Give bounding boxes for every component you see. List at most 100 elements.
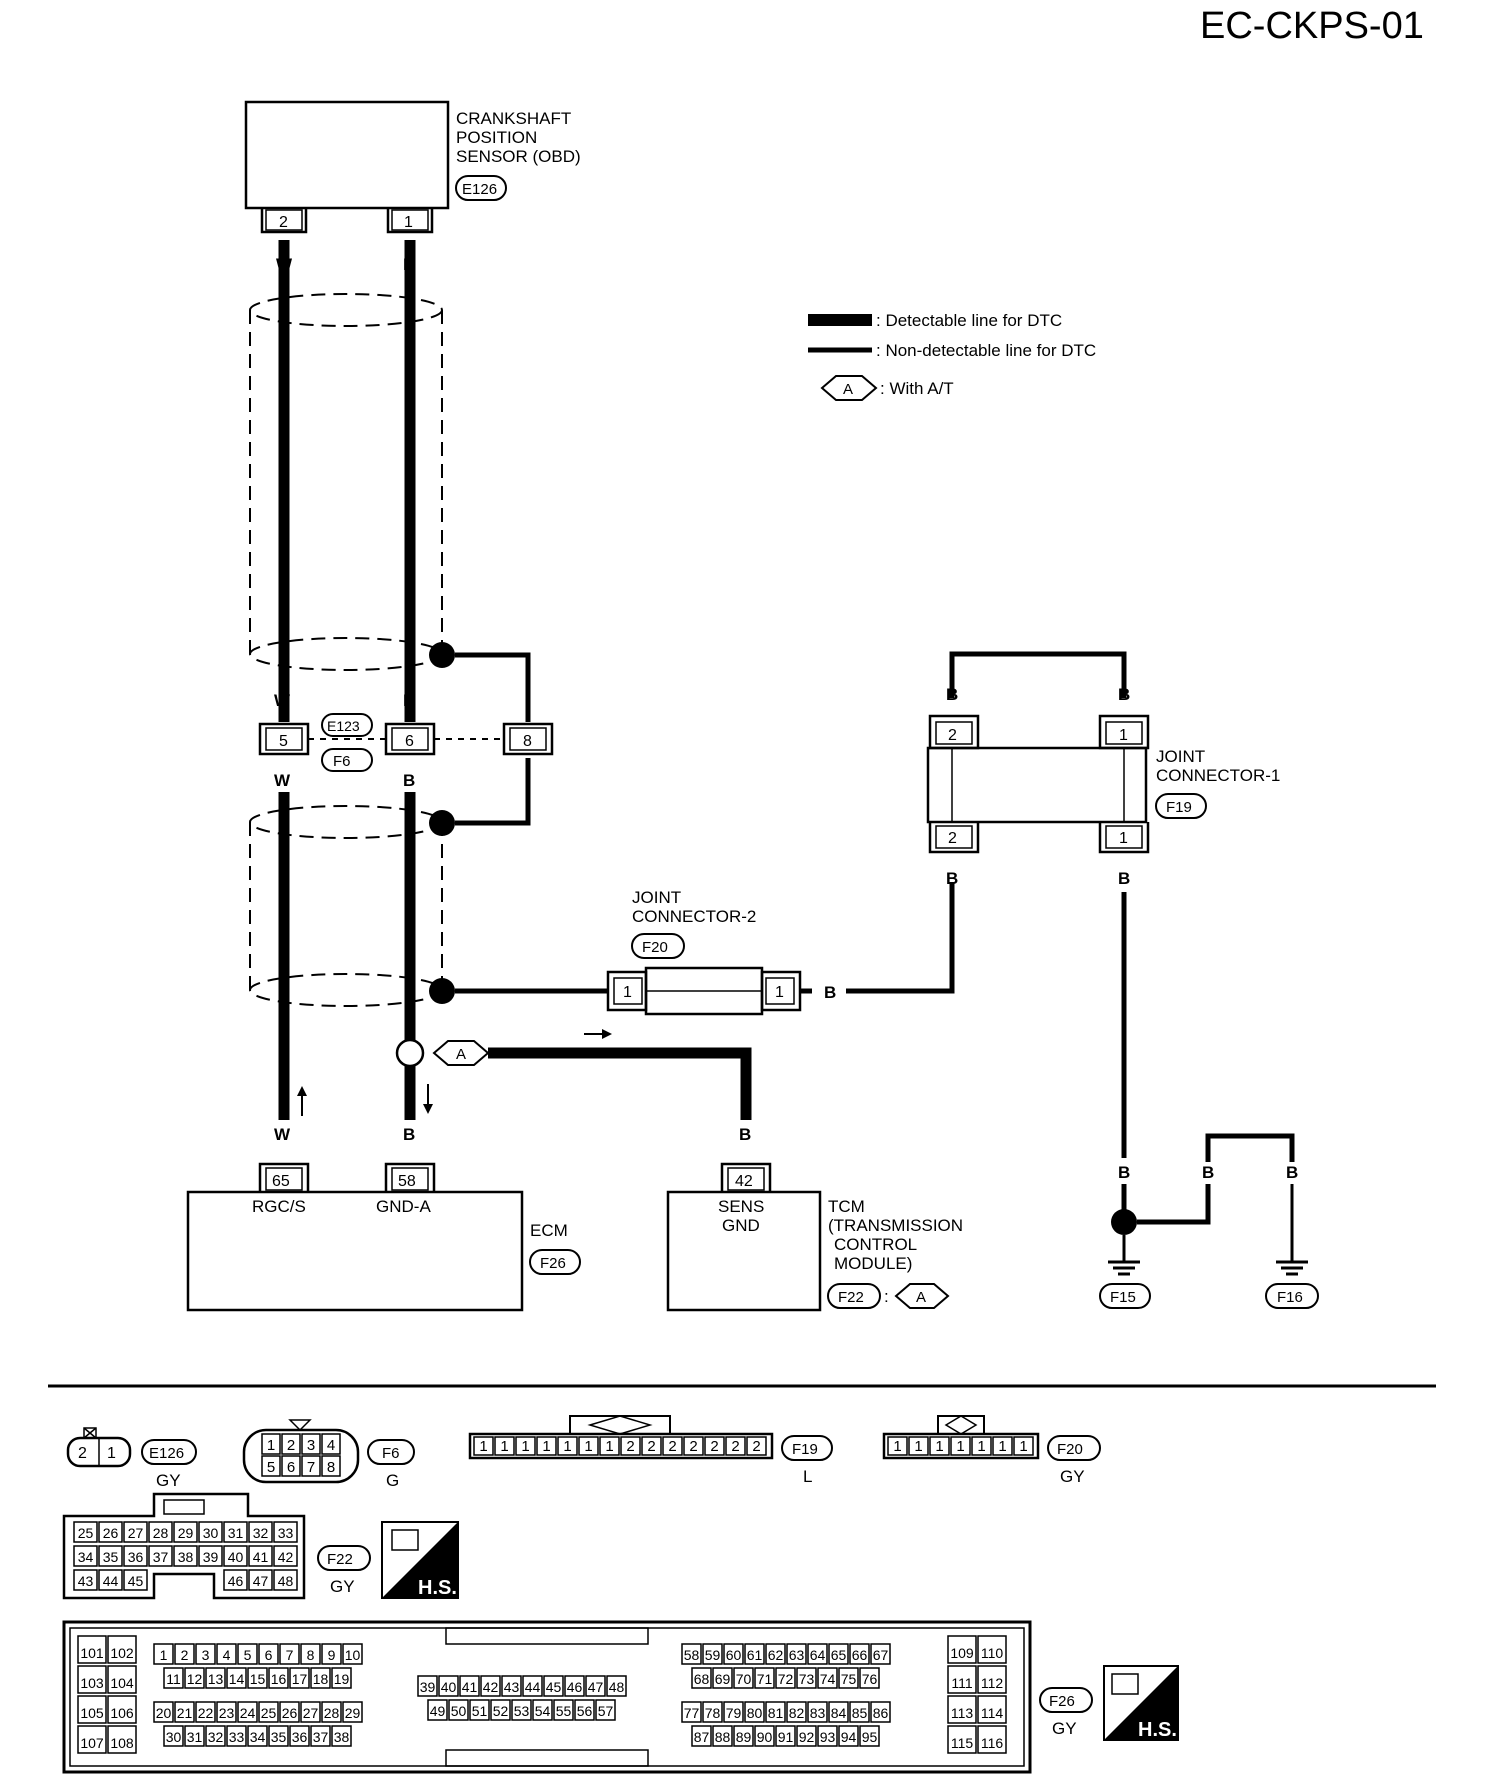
ckps-label-line3: SENSOR (OBD) <box>456 147 581 166</box>
pin-number: 12 <box>187 1671 203 1687</box>
jc1-label-line1: JOINT <box>1156 747 1205 766</box>
pin-cell <box>216 1701 237 1723</box>
pin-cell <box>511 1699 532 1721</box>
jc1-pin-top-2: 2 <box>948 727 957 744</box>
pin-cell <box>321 1701 342 1723</box>
pin-number: 92 <box>799 1729 815 1745</box>
pin-cell <box>321 1455 341 1477</box>
pin-number: 18 <box>313 1671 329 1687</box>
pin-cell <box>977 1695 1007 1724</box>
pin-cell <box>417 1675 438 1697</box>
pin-number: 2 <box>731 1438 739 1455</box>
wire-label-b2: B <box>403 691 415 710</box>
ckps-label-line1: CRANKSHAFT <box>456 109 571 128</box>
pin-number: 32 <box>253 1525 269 1541</box>
view-f22-id: F22 <box>327 1551 353 1568</box>
tcm-label-line3: CONTROL <box>834 1235 917 1254</box>
pin-number: 38 <box>334 1729 350 1745</box>
pin-number: 63 <box>789 1647 805 1663</box>
pin-cell <box>733 1667 754 1689</box>
pin-number: 2 <box>626 1438 634 1455</box>
pin-number: 37 <box>153 1549 169 1565</box>
pin-cell <box>198 1521 223 1543</box>
pin-number: 83 <box>810 1705 826 1721</box>
pin-cell <box>744 1701 765 1723</box>
pin-number: 32 <box>208 1729 224 1745</box>
pin-number: 77 <box>684 1705 700 1721</box>
pin-cell <box>107 1635 137 1664</box>
pin-cell <box>691 1667 712 1689</box>
pin-number: 40 <box>441 1679 457 1695</box>
pin-cell <box>1013 1436 1034 1456</box>
pin-cell <box>532 1699 553 1721</box>
pin-cell <box>148 1521 173 1543</box>
view-e126-pin-2: 2 <box>78 1445 87 1462</box>
pin-number: 93 <box>820 1729 836 1745</box>
pin-cell <box>870 1643 891 1665</box>
pin-number: 47 <box>588 1679 604 1695</box>
pin-cell <box>712 1725 733 1747</box>
pin-cell <box>237 1701 258 1723</box>
pin-cell <box>887 1436 908 1456</box>
pin-number: 73 <box>799 1671 815 1687</box>
pin-number: 29 <box>345 1705 361 1721</box>
pin-cell <box>289 1725 310 1747</box>
pin-cell <box>929 1436 950 1456</box>
pin-number: 52 <box>493 1703 509 1719</box>
ckps-pin-2: 2 <box>279 214 288 231</box>
pin-number: 2 <box>287 1437 295 1454</box>
hs-label-f22: H.S. <box>418 1577 457 1599</box>
wire-label-w2: W <box>274 691 291 710</box>
pin-cell <box>279 1701 300 1723</box>
wire-label-gnd-b2: B <box>1202 1163 1214 1182</box>
ckps-connector-oval <box>455 175 507 201</box>
pin-number: 1 <box>977 1438 985 1455</box>
view-f26-id: F26 <box>1049 1693 1075 1710</box>
jc1-connector-id: F19 <box>1166 799 1192 816</box>
pin-number: 44 <box>525 1679 541 1695</box>
pin-cell <box>992 1436 1013 1456</box>
pin-number: 91 <box>778 1729 794 1745</box>
pin-cell <box>754 1667 775 1689</box>
pin-number: 86 <box>873 1705 889 1721</box>
pin-cell <box>301 1433 321 1455</box>
pin-cell <box>494 1436 515 1456</box>
pin-cell <box>522 1675 543 1697</box>
pin-cell <box>223 1521 248 1543</box>
jc2-connector-id: F20 <box>642 939 668 956</box>
inline-oval-f6 <box>321 748 373 772</box>
pin-cell <box>838 1725 859 1747</box>
ecm-label: ECM <box>530 1221 568 1240</box>
shield-drain <box>429 642 608 1004</box>
pin-cell <box>786 1701 807 1723</box>
pin-number: 11 <box>166 1671 181 1687</box>
pin-number: 40 <box>228 1549 244 1565</box>
pin-cell <box>223 1545 248 1567</box>
pin-cell <box>859 1725 880 1747</box>
pin-number: 7 <box>307 1459 315 1476</box>
tcm-pin-42: 42 <box>735 1173 753 1190</box>
pin-cell <box>775 1667 796 1689</box>
pin-cell <box>807 1701 828 1723</box>
pin-number: 1 <box>500 1438 508 1455</box>
pin-cell <box>258 1643 279 1665</box>
jc1-connector-oval <box>1155 793 1207 819</box>
main-wires: W B W B W B W B <box>274 240 416 1144</box>
pin-number: 80 <box>747 1705 763 1721</box>
ground-f16: F16 <box>1277 1289 1303 1306</box>
legend-detectable: : Detectable line for DTC <box>876 311 1062 330</box>
pin-number: 53 <box>514 1703 530 1719</box>
pin-number: 51 <box>472 1703 488 1719</box>
pin-number: 44 <box>103 1573 119 1589</box>
pin-number: 111 <box>951 1675 972 1691</box>
joint-connector-2: JOINT CONNECTOR-2 F20 1 1 B <box>606 882 955 1016</box>
pin-number: 35 <box>103 1549 119 1565</box>
pin-cell <box>123 1545 148 1567</box>
pin-cell <box>153 1701 174 1723</box>
pin-number: 114 <box>981 1705 1004 1721</box>
pin-number: 65 <box>831 1647 847 1663</box>
wire-label-b1: B <box>403 255 415 274</box>
pin-number: 1 <box>584 1438 592 1455</box>
